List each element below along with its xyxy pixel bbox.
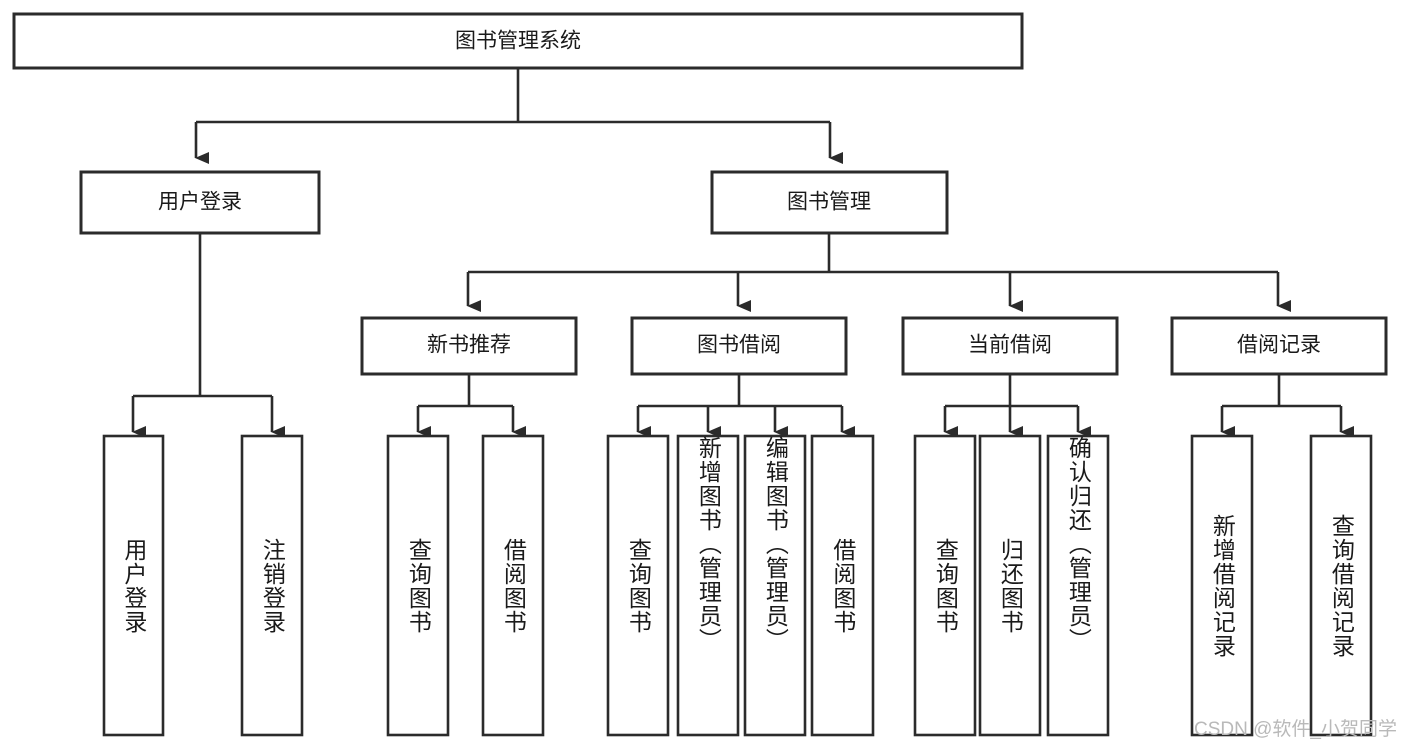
node-new-book-recommend[interactable]: 新书推荐 [360, 316, 578, 376]
node-borrow-record-box [1170, 316, 1388, 376]
node-book-manage-label: 图书管理 [787, 191, 871, 214]
leaf-box-query-book-3[interactable] [913, 434, 977, 737]
node-root-label: 图书管理系统 [455, 30, 581, 53]
node-borrow-record-label: 借阅记录 [1237, 334, 1321, 357]
leaf-box-query-book-1[interactable] [386, 434, 450, 737]
leaf-box-user-logout[interactable] [240, 434, 304, 737]
leaf-box-borrow-book-2[interactable] [810, 434, 875, 737]
leaf-box-add-record[interactable] [1190, 434, 1254, 737]
node-current-borrow-label: 当前借阅 [968, 334, 1052, 357]
node-current-borrow[interactable]: 当前借阅 [901, 316, 1119, 376]
node-book-manage[interactable]: 图书管理 [710, 170, 949, 235]
node-root[interactable]: 图书管理系统 [12, 12, 1024, 70]
node-new-book-recommend-box [360, 316, 578, 376]
leaf-box-return-book[interactable] [978, 434, 1042, 737]
watermark-text: CSDN @软件_小贺同学 [1194, 719, 1397, 740]
node-book-borrow[interactable]: 图书借阅 [630, 316, 848, 376]
node-user-login-label: 用户登录 [158, 191, 242, 214]
leaf-box-edit-book[interactable] [743, 434, 807, 737]
leaf-box-user-login[interactable] [102, 434, 165, 737]
node-book-borrow-label: 图书借阅 [697, 334, 781, 357]
node-book-borrow-box [630, 316, 848, 376]
leaf-box-borrow-book-1[interactable] [481, 434, 545, 737]
leaf-box-query-record[interactable] [1309, 434, 1373, 737]
node-book-manage-box [710, 170, 949, 235]
leaf-box-query-book-2[interactable] [606, 434, 670, 737]
node-current-borrow-box [901, 316, 1119, 376]
node-user-login[interactable]: 用户登录 [79, 170, 321, 235]
leaf-box-confirm-return[interactable] [1046, 434, 1110, 737]
leaf-box-add-book[interactable] [676, 434, 740, 737]
node-new-book-recommend-label: 新书推荐 [427, 334, 511, 357]
node-root-box [12, 12, 1024, 70]
node-borrow-record[interactable]: 借阅记录 [1170, 316, 1388, 376]
